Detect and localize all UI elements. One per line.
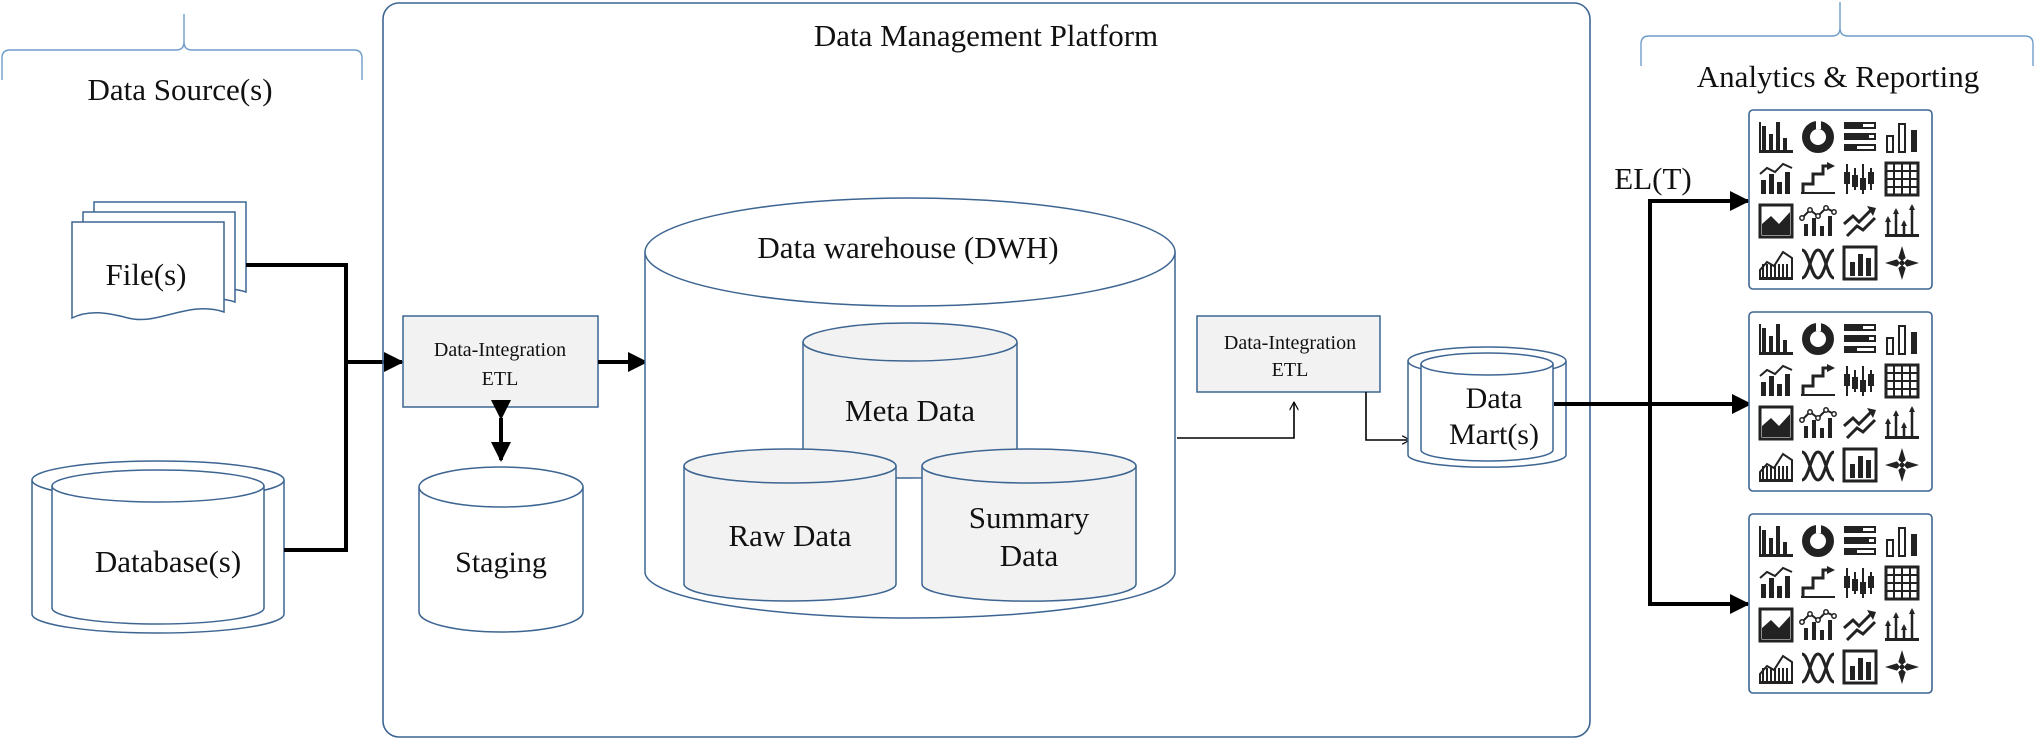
- etl-in-box: [402, 315, 599, 408]
- meta-data-label: Meta Data: [845, 393, 975, 428]
- staging-cylinder: [418, 466, 584, 633]
- staging-label: Staging: [455, 546, 547, 579]
- bell-curve-icon: [1801, 450, 1835, 482]
- platform-title: Data Management Platform: [814, 18, 1158, 53]
- analytics-bracket: [1640, 2, 2034, 66]
- platform-container: [382, 2, 1591, 738]
- column-chart-icon: [1886, 325, 1917, 355]
- database-connector: [284, 362, 348, 552]
- files-label: File(s): [106, 257, 187, 292]
- data-mart-label-line2: Mart(s): [1449, 418, 1539, 451]
- donut-chart-icon: [1802, 524, 1834, 557]
- line-bar-icon: [1799, 609, 1837, 640]
- etl-out-box: [1196, 315, 1381, 393]
- trend-arrows-icon: [1843, 206, 1877, 238]
- trend-arrows-icon: [1843, 610, 1877, 642]
- candlestick-icon: [1844, 366, 1874, 396]
- framed-bar-icon: [1842, 649, 1878, 685]
- radar-star-icon: [1885, 246, 1919, 280]
- line-bar-icon: [1799, 205, 1837, 236]
- horizontal-bar-icon: [1844, 526, 1876, 555]
- horizontal-bar-icon: [1844, 122, 1876, 151]
- files-document-stack: [71, 201, 247, 321]
- error-bar-icon: [1885, 406, 1919, 439]
- summary-data-cylinder: [921, 448, 1137, 602]
- framed-bar-icon: [1842, 447, 1878, 483]
- etl-out-line2: ETL: [1272, 359, 1309, 381]
- bar-chart-icon: [1759, 324, 1793, 355]
- step-chart-icon: [1801, 364, 1835, 396]
- column-chart-icon: [1886, 123, 1917, 153]
- database-cylinder: [31, 460, 285, 634]
- radar-star-icon: [1885, 448, 1919, 482]
- candlestick-icon: [1844, 164, 1874, 194]
- candlestick-icon: [1844, 568, 1874, 598]
- dashboard-panels: [1748, 109, 1933, 694]
- area-map-icon: [1758, 607, 1794, 643]
- meta-data-cylinder: [802, 322, 1018, 479]
- data-sources-bracket: [1, 14, 363, 80]
- summary-data-label-line1: Summary: [969, 500, 1090, 535]
- data-mart-label-line1: Data: [1466, 382, 1523, 415]
- dashboard-panel-3: [1748, 513, 1933, 694]
- area-map-icon: [1758, 203, 1794, 239]
- step-chart-icon: [1801, 566, 1835, 598]
- summary-data-label-line2: Data: [1000, 538, 1059, 573]
- error-bar-icon: [1885, 204, 1919, 237]
- combo-chart-icon: [1759, 566, 1793, 598]
- dwh-to-etl-arrow: [1177, 402, 1294, 439]
- trend-arrows-icon: [1843, 408, 1877, 440]
- bell-curve-icon: [1801, 248, 1835, 280]
- files-connector: [246, 263, 348, 362]
- etl-out-line1: Data-Integration: [1224, 332, 1356, 354]
- area-chart-icon: [1759, 654, 1793, 684]
- grid-table-icon: [1884, 363, 1920, 399]
- area-chart-icon: [1759, 452, 1793, 482]
- error-bar-icon: [1885, 608, 1919, 641]
- raw-data-label: Raw Data: [728, 518, 851, 553]
- data-mart-cylinder: [1407, 346, 1567, 468]
- etl-in-line1: Data-Integration: [434, 339, 566, 361]
- donut-chart-icon: [1802, 120, 1834, 153]
- etl-to-mart-arrow: [1365, 392, 1410, 440]
- dashboard-panel-2: [1748, 311, 1933, 492]
- bell-curve-icon: [1801, 652, 1835, 684]
- dashboard-panel-1: [1748, 109, 1933, 290]
- framed-bar-icon: [1842, 245, 1878, 281]
- step-chart-icon: [1801, 162, 1835, 194]
- etl-in-line2: ETL: [482, 368, 519, 390]
- dwh-title: Data warehouse (DWH): [757, 230, 1058, 265]
- area-map-icon: [1758, 405, 1794, 441]
- horizontal-bar-icon: [1844, 324, 1876, 353]
- elt-label: EL(T): [1614, 161, 1691, 196]
- column-chart-icon: [1886, 527, 1917, 557]
- radar-star-icon: [1885, 650, 1919, 684]
- bar-chart-icon: [1759, 122, 1793, 153]
- raw-data-cylinder: [683, 448, 897, 602]
- combo-chart-icon: [1759, 364, 1793, 396]
- grid-table-icon: [1884, 161, 1920, 197]
- grid-table-icon: [1884, 565, 1920, 601]
- bar-chart-icon: [1759, 526, 1793, 557]
- combo-chart-icon: [1759, 162, 1793, 194]
- analytics-title: Analytics & Reporting: [1697, 59, 1979, 94]
- donut-chart-icon: [1802, 322, 1834, 355]
- line-bar-icon: [1799, 407, 1837, 438]
- area-chart-icon: [1759, 250, 1793, 280]
- data-sources-title: Data Source(s): [87, 72, 272, 107]
- database-label: Database(s): [95, 544, 241, 579]
